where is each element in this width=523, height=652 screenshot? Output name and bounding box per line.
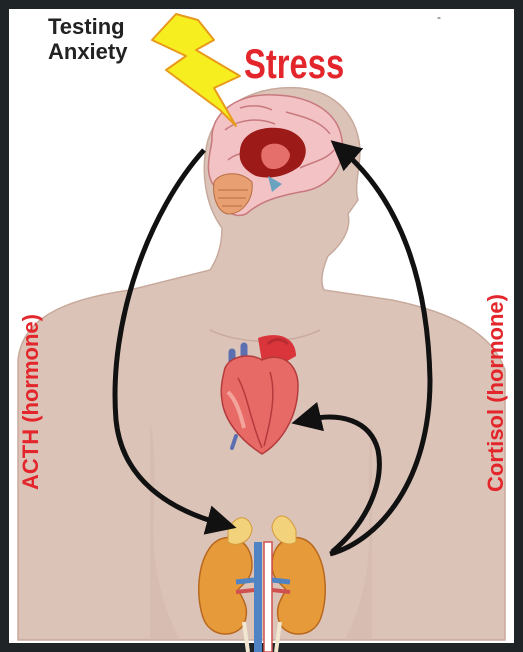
lightning-bolt-icon (152, 14, 240, 126)
stress-label: Stress (244, 40, 344, 88)
testing-anxiety-label: Testing Anxiety (48, 14, 127, 64)
acth-label: ACTH (hormone) (18, 314, 44, 490)
anxiety-label: Anxiety (48, 39, 127, 64)
corner-mark: - (437, 10, 441, 24)
testing-label: Testing (48, 14, 127, 39)
cortisol-label: Cortisol (hormone) (483, 294, 509, 492)
